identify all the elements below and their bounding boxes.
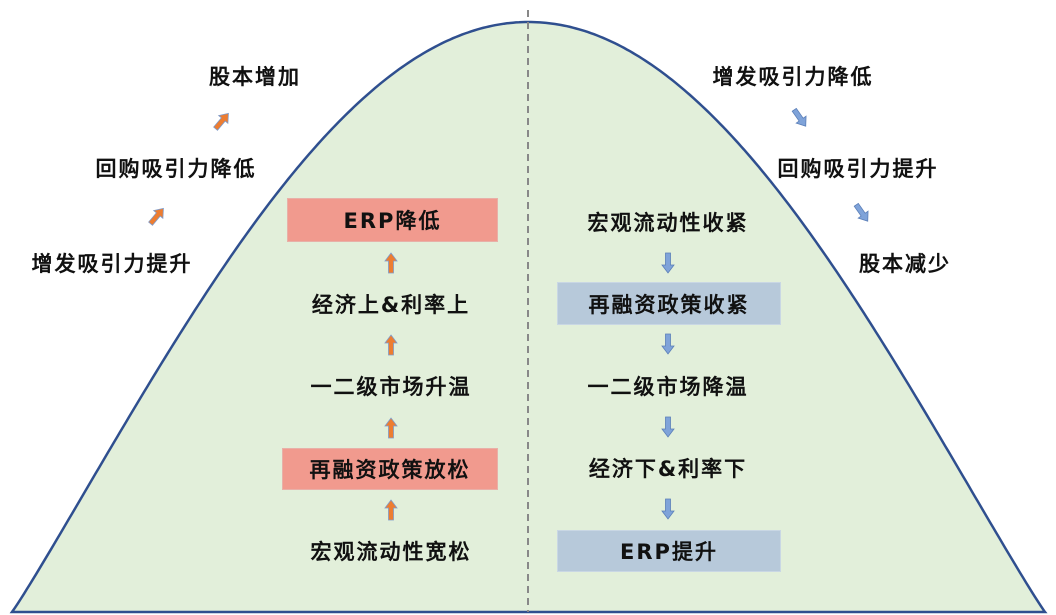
share-capital-decrease: 股本减少 — [859, 252, 951, 276]
liquidity-tightening: 宏观流动性收紧 — [587, 211, 749, 235]
arrow-down-icon — [661, 416, 675, 438]
arrow-up-icon — [384, 334, 398, 356]
arrow-up-icon — [384, 417, 398, 439]
arrow-down-shape — [661, 333, 675, 355]
arrow-up-shape — [213, 112, 229, 131]
markets-cooling: 一二级市场降温 — [587, 375, 749, 399]
arrow-down-icon — [661, 252, 675, 274]
erp-up-box: ERP提升 — [557, 530, 781, 572]
arrow-up-shape — [384, 499, 398, 521]
arrow-down-shape — [661, 416, 675, 438]
arrow-up-icon — [213, 112, 229, 131]
erp-down-box: ERP降低 — [287, 198, 498, 242]
liquidity-easing: 宏观流动性宽松 — [310, 540, 472, 564]
arrow-up-shape — [384, 417, 398, 439]
arrow-down-shape — [853, 202, 869, 222]
markets-warming: 一二级市场升温 — [310, 375, 472, 399]
refinancing-tightening-box: 再融资政策收紧 — [557, 282, 781, 325]
economy-up-rates-up: 经济上&利率上 — [311, 293, 471, 317]
arrow-up-shape — [384, 252, 398, 274]
arrow-down-icon — [853, 202, 869, 222]
arrow-down-shape — [791, 107, 807, 127]
arrow-down-icon — [661, 333, 675, 355]
buyback-attraction-down: 回购吸引力降低 — [95, 157, 257, 181]
arrow-up-shape — [148, 207, 164, 226]
buyback-attraction-up: 回购吸引力提升 — [777, 157, 939, 181]
arrow-down-shape — [661, 252, 675, 274]
arrow-up-icon — [384, 252, 398, 274]
arrow-down-shape — [661, 498, 675, 520]
arrow-up-shape — [384, 334, 398, 356]
arrow-down-icon — [791, 107, 807, 127]
issuance-attraction-up: 增发吸引力提升 — [31, 252, 193, 276]
arrow-down-icon — [661, 498, 675, 520]
arrow-up-icon — [148, 207, 164, 226]
arrow-up-icon — [384, 499, 398, 521]
issuance-attraction-down: 增发吸引力降低 — [712, 65, 874, 89]
share-capital-increase: 股本增加 — [209, 65, 301, 89]
refinancing-easing-box: 再融资政策放松 — [282, 448, 498, 490]
economy-down-rates-down: 经济下&利率下 — [588, 457, 748, 481]
